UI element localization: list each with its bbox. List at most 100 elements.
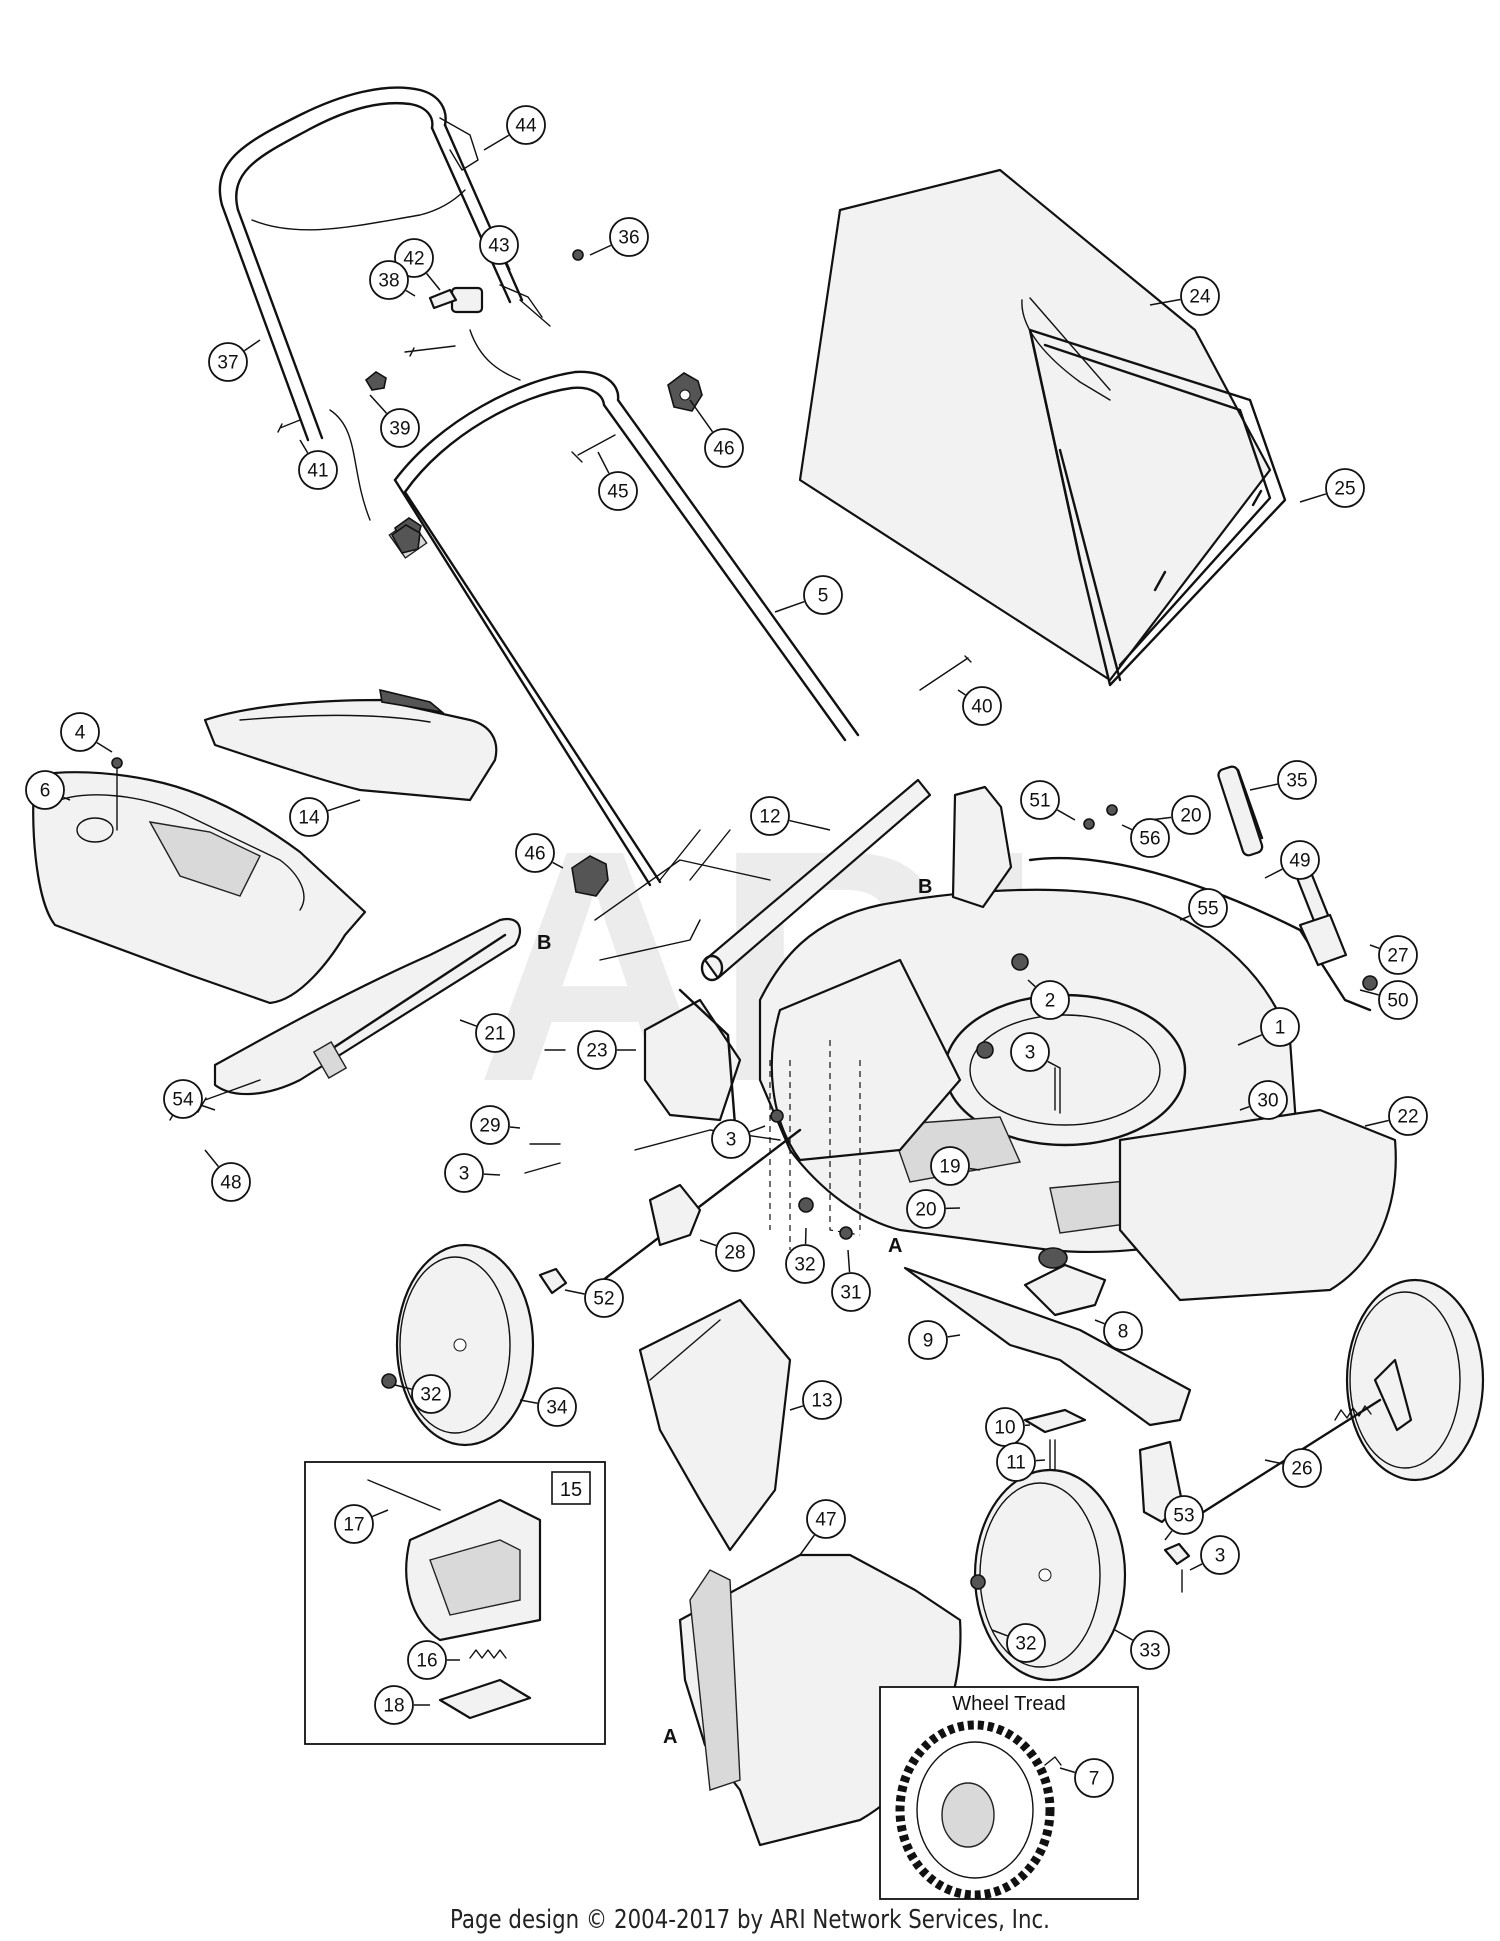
- callout-28: 28: [699, 1232, 755, 1272]
- callout-number: 41: [307, 461, 328, 482]
- ref-letter-a2: A: [663, 1726, 677, 1748]
- handle-knob-lower: [571, 855, 609, 897]
- callout-55: 55: [1179, 888, 1228, 928]
- handle-knob-left: [390, 524, 421, 554]
- callout-number: 32: [1015, 1634, 1036, 1655]
- callout-leader: [483, 1173, 501, 1176]
- callout-3: 3: [1189, 1535, 1240, 1575]
- callout-leader: [1369, 944, 1380, 949]
- callout-number: 54: [172, 1090, 194, 1111]
- callout-number: 51: [1029, 791, 1050, 812]
- callout-32: 32: [394, 1374, 451, 1414]
- callout-leader: [519, 1399, 538, 1405]
- kit-box-label: 15: [560, 1479, 582, 1501]
- callout-29: 29: [470, 1105, 521, 1145]
- callout-leader: [749, 1125, 766, 1133]
- callout-number: 16: [416, 1651, 437, 1672]
- upper-handle: [218, 86, 524, 442]
- callout-number: 13: [811, 1391, 832, 1412]
- callout-leader: [1359, 989, 1379, 996]
- callout-leader: [63, 796, 71, 801]
- callout-22: 22: [1364, 1096, 1428, 1136]
- callout-8: 8: [1094, 1311, 1143, 1351]
- callout-leader: [506, 263, 511, 271]
- callout-number: 48: [220, 1173, 241, 1194]
- callout-7: 7: [1059, 1758, 1114, 1798]
- callout-26: 26: [1264, 1448, 1322, 1488]
- mulch-plug-assembly: [213, 917, 522, 1096]
- callout-leader: [969, 1167, 981, 1171]
- callout-39: 39: [369, 394, 420, 448]
- callout-number: 1: [1275, 1018, 1286, 1039]
- callout-number: 12: [759, 807, 780, 828]
- callout-number: 22: [1397, 1107, 1418, 1128]
- callout-42: 42: [394, 238, 441, 291]
- callout-leader: [1179, 915, 1190, 921]
- callout-number: 30: [1257, 1091, 1278, 1112]
- callout-leader: [244, 339, 261, 352]
- callout-leader: [589, 244, 612, 256]
- callout-leader: [1239, 1106, 1250, 1111]
- callout-10: 10: [985, 1407, 1031, 1447]
- callout-number: 44: [515, 116, 537, 137]
- kit-box-15: 15: [304, 1461, 606, 1745]
- callout-number: 47: [815, 1510, 836, 1531]
- callout-47: 47: [799, 1499, 846, 1556]
- callout-number: 28: [724, 1243, 745, 1264]
- blade-assembly: [903, 1247, 1192, 1471]
- callout-number: 46: [524, 844, 545, 865]
- callout-number: 50: [1387, 991, 1408, 1012]
- callout-number: 18: [383, 1696, 404, 1717]
- callout-number: 33: [1139, 1641, 1160, 1662]
- callout-number: 37: [217, 353, 238, 374]
- discharge-shield: [203, 688, 498, 802]
- callout-leader: [201, 1104, 216, 1111]
- callout-leader: [1056, 809, 1076, 821]
- callout-number: 34: [546, 1398, 568, 1419]
- callout-number: 40: [971, 697, 992, 718]
- callout-2: 2: [1027, 979, 1070, 1020]
- callout-51: 51: [1020, 780, 1076, 821]
- wheel-tread-inset: Wheel Tread: [879, 1686, 1139, 1900]
- callout-number: 43: [488, 236, 509, 257]
- callout-number: 24: [1189, 287, 1211, 308]
- callout-3: 3: [1010, 1032, 1061, 1072]
- callout-number: 6: [40, 781, 51, 802]
- callout-leader: [991, 1629, 1008, 1637]
- ref-letter-a1: A: [888, 1235, 902, 1257]
- callout-number: 25: [1334, 479, 1355, 500]
- callout-leader: [799, 1534, 815, 1556]
- callout-leader: [789, 1405, 804, 1411]
- callout-number: 10: [994, 1418, 1015, 1439]
- callout-leader: [96, 741, 113, 753]
- callout-number: 23: [586, 1041, 607, 1062]
- callout-number: 8: [1118, 1322, 1129, 1343]
- callout-number: 38: [378, 271, 399, 292]
- callout-18: 18: [374, 1685, 430, 1725]
- callout-leader: [689, 399, 714, 433]
- callout-leader: [1027, 979, 1036, 988]
- callout-leader: [847, 1249, 851, 1273]
- callout-number: 14: [298, 808, 320, 829]
- callout-number: 32: [794, 1255, 815, 1276]
- callout-number: 19: [939, 1157, 960, 1178]
- callout-leader: [1299, 493, 1327, 503]
- hardware-nuts: [381, 804, 1191, 1593]
- callout-leader: [1364, 1119, 1389, 1127]
- callout-23: 23: [577, 1030, 636, 1070]
- front-axle: [588, 1128, 802, 1292]
- callout-54: 54: [163, 1079, 216, 1119]
- callout-20: 20: [906, 1189, 961, 1229]
- callout-leader: [372, 1509, 389, 1518]
- callout-leader: [789, 819, 831, 831]
- discharge-chute-13: [638, 1298, 792, 1552]
- callout-25: 25: [1299, 468, 1365, 508]
- handle-knob-upper: [667, 372, 703, 412]
- callout-number: 4: [75, 723, 86, 744]
- callout-41: 41: [298, 439, 338, 490]
- callout-number: 31: [840, 1283, 861, 1304]
- callout-38: 38: [369, 260, 416, 300]
- callout-leader: [509, 1126, 521, 1129]
- callout-14: 14: [289, 797, 361, 837]
- callout-number: 9: [923, 1331, 934, 1352]
